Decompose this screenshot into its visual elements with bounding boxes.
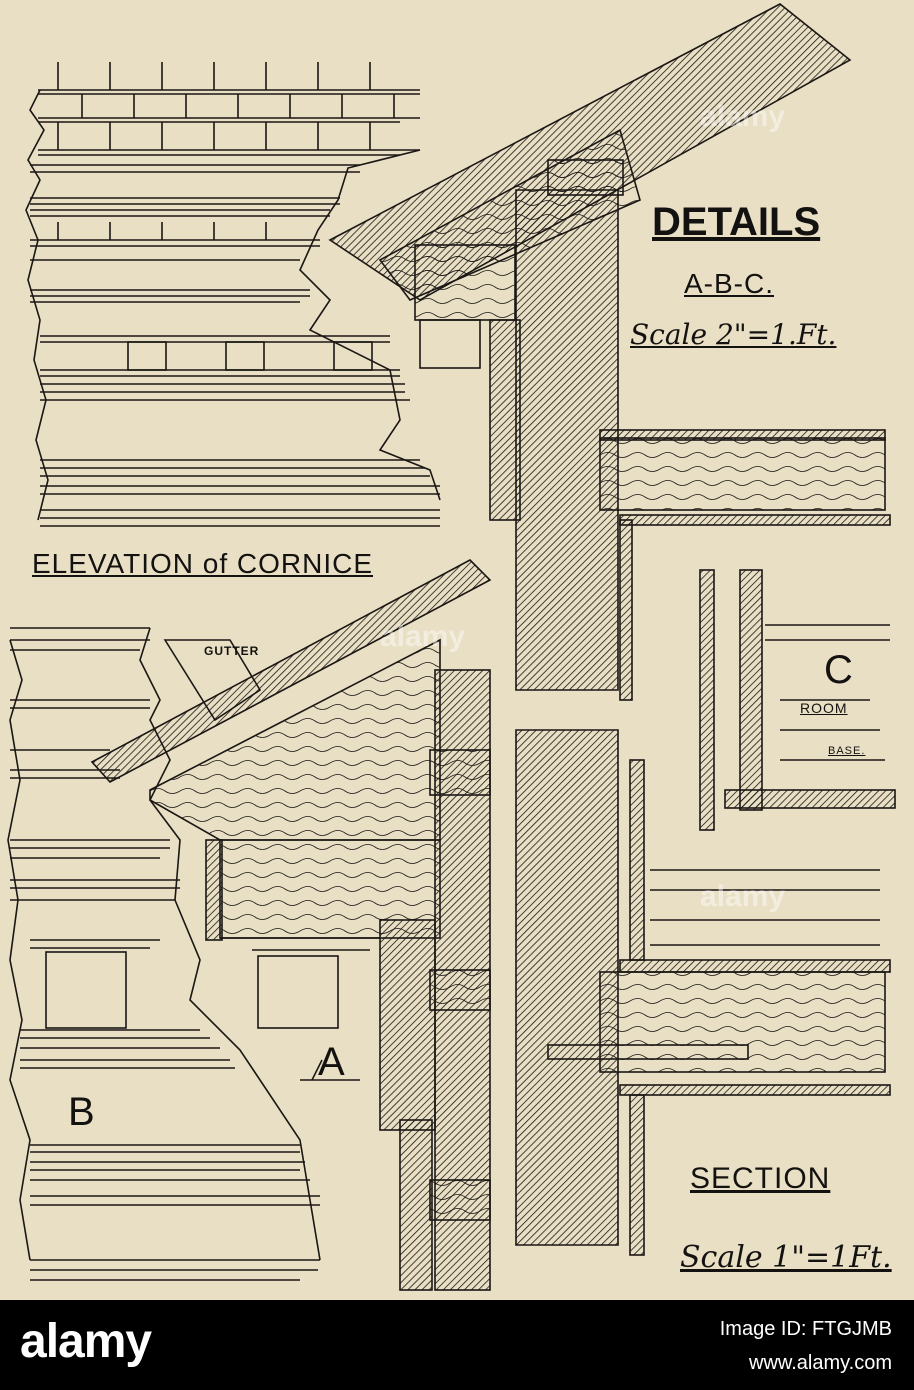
gutter-label: GUTTER	[204, 644, 260, 658]
elevation-caption: ELEVATION of CORNICE	[32, 548, 374, 579]
alamy-logo[interactable]: alamy	[20, 1315, 152, 1368]
watermark: alamy	[700, 100, 786, 133]
image-id: Image ID: FTGJMB	[719, 1318, 892, 1340]
room-label: ROOM	[800, 700, 848, 716]
site-url[interactable]: www.alamy.com	[749, 1352, 892, 1374]
section-drawing	[328, 3, 896, 1256]
stock-footer: alamy Image ID: FTGJMB www.alamy.com	[0, 1300, 914, 1390]
section-scale: Scale 1"=1Ft.	[680, 1240, 892, 1275]
details-title: DETAILS	[652, 200, 821, 244]
base-label: BASE.	[828, 745, 866, 757]
watermark: alamy	[700, 880, 786, 913]
detail-b-profile	[7, 627, 321, 1281]
detail-c-label: C	[824, 648, 854, 692]
details-subtitle: A-B-C.	[684, 268, 774, 299]
details-scale: Scale 2"=1.Ft.	[630, 318, 837, 351]
detail-b-label: B	[68, 1090, 96, 1134]
cornice-drawing	[7, 3, 896, 1291]
detail-a-cornice	[90, 559, 492, 1291]
elevation-of-cornice	[25, 62, 441, 527]
section-label: SECTION	[690, 1162, 831, 1195]
watermark: alamy	[380, 620, 466, 653]
detail-a-label: A	[318, 1040, 346, 1084]
drawing-plate: DETAILS A-B-C. Scale 2"=1.Ft. ELEVATION …	[0, 0, 914, 1300]
